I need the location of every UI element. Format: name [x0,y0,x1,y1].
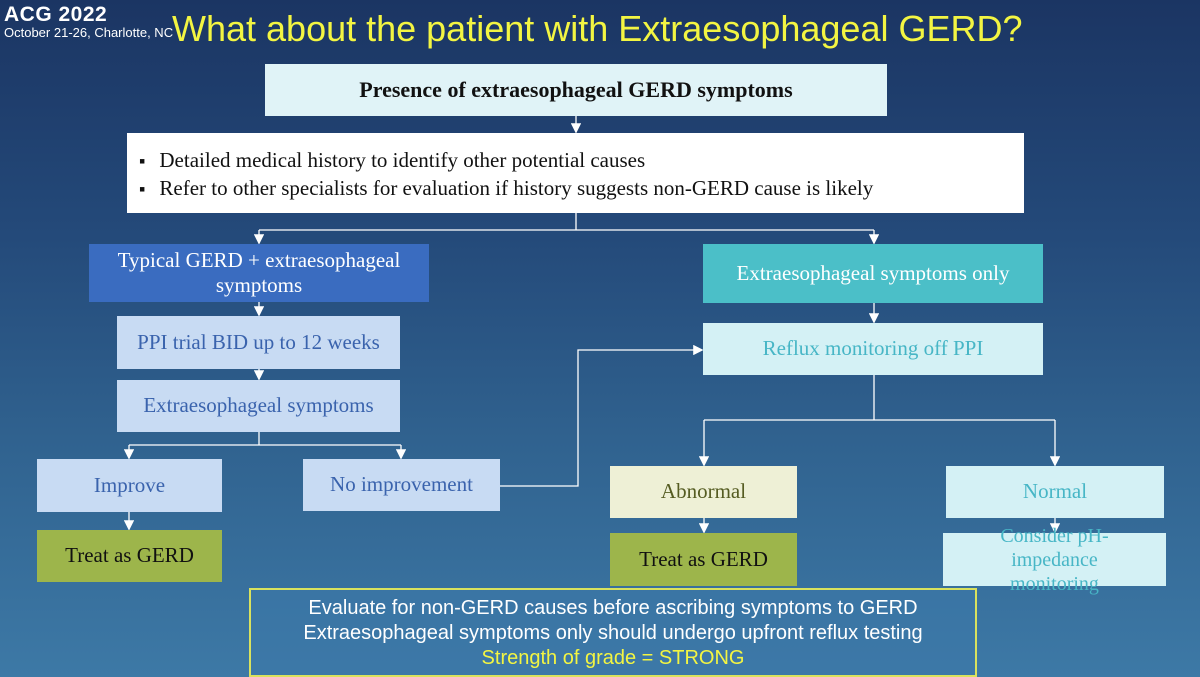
extra-symptoms-box: Extraesophageal symptoms [117,380,400,432]
bullets-box: Detailed medical history to identify oth… [127,133,1024,213]
treat-gerd-mid-box: Treat as GERD [610,533,797,586]
recommendation-box: Evaluate for non-GERD causes before ascr… [249,588,977,677]
abnormal-box: Abnormal [610,466,797,518]
no-improvement-box: No improvement [303,459,500,511]
bullet-item: Refer to other specialists for evaluatio… [139,175,1024,203]
extra-only-box: Extraesophageal symptoms only [703,244,1043,303]
grade-strength: Strength of grade = STRONG [481,647,745,669]
recommendation-line: Evaluate for non-GERD causes before ascr… [308,597,918,619]
arrow-sym-split [128,432,402,457]
normal-box: Normal [946,466,1164,518]
slide-title: What about the patient with Extraesophag… [172,8,1023,49]
ppi-trial-box: PPI trial BID up to 12 weeks [117,316,400,369]
bullet-item: Detailed medical history to identify oth… [139,147,1024,175]
treat-gerd-left-box: Treat as GERD [37,530,222,582]
reflux-monitoring-box: Reflux monitoring off PPI [703,323,1043,375]
arrow-bullets-split [258,213,875,242]
acg-logo: ACG 2022 October 21-26, Charlotte, NC [4,4,173,40]
logo-name: ACG 2022 [4,3,108,26]
arrow-reflux-split [703,375,1056,464]
typical-gerd-box: Typical GERD + extraesophageal symptoms [89,244,429,302]
improve-box: Improve [37,459,222,512]
arrow-noimprove-reflux [500,344,704,487]
logo-subtitle: October 21-26, Charlotte, NC [4,25,174,40]
recommendation-line: Extraesophageal symptoms only should und… [303,622,923,644]
start-box: Presence of extraesophageal GERD symptom… [265,64,887,116]
consider-ph-box: Consider pH-impedance monitoring [943,525,1166,595]
